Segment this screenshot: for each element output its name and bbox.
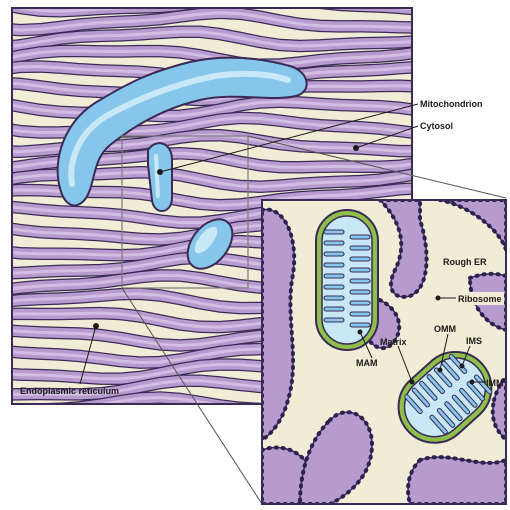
- label-matrix: Matrix: [380, 337, 407, 347]
- label-mitochondrion: Mitochondrion: [420, 99, 483, 109]
- label-ims: IMS: [466, 336, 482, 346]
- label-rough-er: Rough ER: [443, 257, 487, 267]
- label-cytosol: Cytosol: [420, 121, 453, 131]
- label-imm: IMM: [486, 378, 504, 388]
- label-omm: OMM: [434, 324, 456, 334]
- label-mam: MAM: [356, 358, 378, 368]
- zoom-mitochondrion-vertical: [316, 210, 378, 350]
- mitochondrion-small: [148, 143, 172, 211]
- zoom-panel: [262, 200, 506, 504]
- rough-er-cisterna: [408, 457, 506, 504]
- label-endoplasmic-reticulum: Endoplasmic reticulum: [20, 386, 119, 396]
- label-ribosome: Ribosome: [458, 294, 502, 304]
